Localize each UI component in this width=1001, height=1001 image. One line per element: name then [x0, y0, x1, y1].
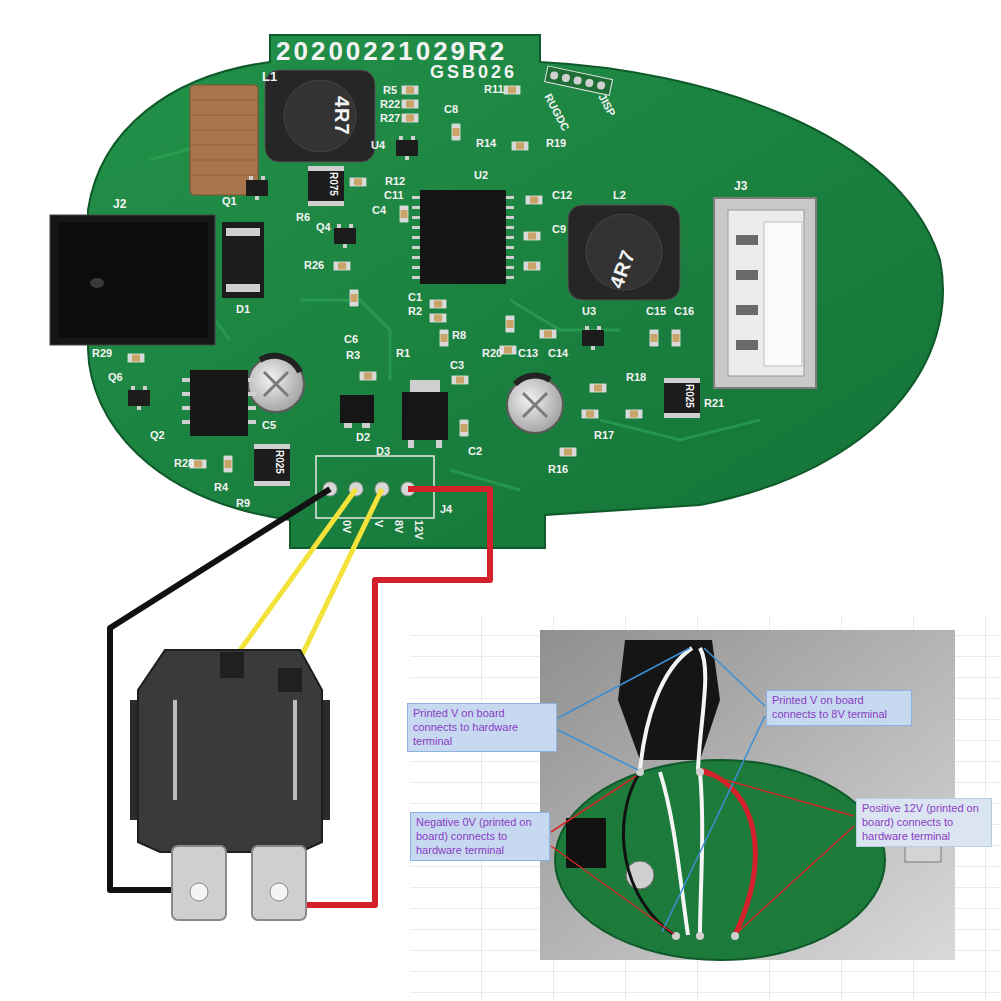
- part-name: R27: [380, 113, 400, 124]
- part-name: C16: [674, 306, 694, 317]
- pin-label: 0V: [341, 520, 352, 533]
- part-marking: 4R7: [332, 96, 352, 136]
- part-name: J3: [734, 180, 747, 192]
- part-name: C1: [408, 292, 422, 303]
- part-name: L2: [613, 190, 626, 201]
- part-name: R17: [594, 430, 614, 441]
- part-name: C12: [552, 190, 572, 201]
- callout-text: Positive 12V (printed on board) connects…: [862, 802, 986, 843]
- part-name: L1: [262, 70, 277, 83]
- part-name: Q1: [222, 196, 237, 207]
- callout-text: Printed V on board connects to hardware …: [413, 707, 551, 748]
- part-name: R22: [380, 99, 400, 110]
- part-name: R28: [174, 458, 194, 469]
- part-name: R16: [548, 464, 568, 475]
- part-name: R14: [476, 138, 496, 149]
- part-name: C8: [444, 104, 458, 115]
- part-name: R9: [236, 498, 250, 509]
- callout-text: Negative 0V (printed on board) connects …: [416, 816, 544, 857]
- part-name: U3: [582, 306, 596, 317]
- part-name: D1: [236, 304, 250, 315]
- part-name: R26: [304, 260, 324, 271]
- callout-box: Printed V on board connects to hardware …: [407, 703, 557, 752]
- part-name: R1: [396, 348, 410, 359]
- board-name: GSB026: [430, 63, 517, 81]
- part-name: R5: [383, 85, 397, 96]
- part-name: C5: [262, 420, 276, 431]
- part-name: C13: [518, 348, 538, 359]
- part-marking: R025: [274, 450, 284, 474]
- part-name: C15: [646, 306, 666, 317]
- part-name: C6: [344, 334, 358, 345]
- part-name: R19: [546, 138, 566, 149]
- pin-label: 12V: [413, 520, 424, 540]
- part-name: U2: [474, 170, 488, 181]
- part-name: R8: [452, 330, 466, 341]
- part-name: Q2: [150, 430, 165, 441]
- part-name: C9: [552, 224, 566, 235]
- part-marking: R025: [684, 384, 694, 408]
- callout-text: Printed V on board connects to 8V termin…: [772, 694, 906, 722]
- part-name: C3: [450, 360, 464, 371]
- callout-box: Positive 12V (printed on board) connects…: [856, 798, 992, 847]
- part-name: D3: [376, 446, 390, 457]
- part-name: R2: [408, 306, 422, 317]
- part-name: D2: [356, 432, 370, 443]
- pin-label: V: [373, 520, 384, 527]
- part-name: C14: [548, 348, 568, 359]
- part-name: R4: [214, 482, 228, 493]
- part-name: R20: [482, 348, 502, 359]
- callout-box: Negative 0V (printed on board) connects …: [410, 812, 550, 861]
- part-name: J4: [440, 504, 452, 515]
- part-name: C11: [384, 190, 404, 201]
- part-name: Q4: [316, 222, 331, 233]
- part-name: R18: [626, 372, 646, 383]
- part-name: R12: [385, 176, 405, 187]
- part-name: R11: [484, 84, 504, 95]
- pin-label: 8V: [393, 520, 404, 533]
- board-code: 20200221029R2: [276, 38, 507, 64]
- part-name: J2: [113, 198, 126, 210]
- part-marking: R075: [328, 172, 338, 196]
- part-name: R6: [296, 212, 310, 223]
- part-name: U4: [371, 140, 385, 151]
- part-name: R21: [704, 398, 724, 409]
- part-name: Q6: [108, 372, 123, 383]
- part-name: C2: [468, 446, 482, 457]
- callout-box: Printed V on board connects to 8V termin…: [766, 690, 912, 726]
- part-name: C4: [372, 205, 386, 216]
- part-name: R29: [92, 348, 112, 359]
- part-name: R3: [346, 350, 360, 361]
